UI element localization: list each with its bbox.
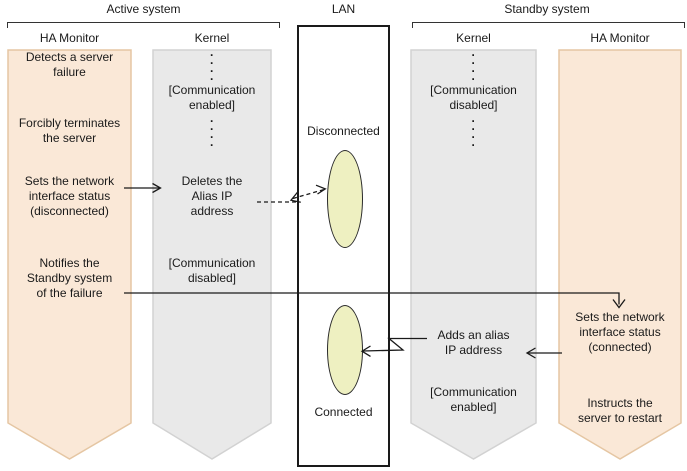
standby-ha-monitor-header: HA Monitor bbox=[590, 31, 650, 45]
active-kernel-column bbox=[152, 49, 272, 460]
step-comm-enabled-standby: [Communication enabled] bbox=[430, 385, 517, 414]
step-deletes-alias-ip: Deletes the Alias IP address bbox=[181, 174, 243, 218]
step-instructs-restart: Instructs the server to restart bbox=[577, 396, 663, 425]
step-sets-disconnected: Sets the network interface status (disco… bbox=[24, 174, 115, 218]
standby-kernel-column bbox=[410, 49, 537, 460]
standby-kernel-ellipsis-top: · · · · bbox=[471, 48, 476, 86]
step-forcibly-terminates: Forcibly terminates the server bbox=[18, 116, 121, 145]
standby-ha-monitor-column bbox=[558, 49, 682, 460]
step-comm-disabled-active: [Communication disabled] bbox=[168, 256, 256, 285]
active-kernel-header: Kernel bbox=[194, 31, 230, 45]
step-sets-connected: Sets the network interface status (conne… bbox=[575, 310, 665, 354]
step-comm-disabled-standby: [Communication disabled] bbox=[430, 83, 517, 112]
active-system-bracket bbox=[7, 22, 280, 28]
lan-label: LAN bbox=[331, 2, 356, 16]
step-detects-failure: Detects a server failure bbox=[25, 50, 114, 79]
active-system-label: Active system bbox=[106, 2, 181, 16]
active-kernel-ellipsis-mid: · · · · bbox=[210, 114, 214, 152]
standby-kernel-header: Kernel bbox=[456, 31, 491, 45]
standby-system-label: Standby system bbox=[504, 2, 590, 16]
active-ha-monitor-column bbox=[7, 49, 132, 460]
active-ha-monitor-header: HA Monitor bbox=[39, 31, 100, 45]
lan-connected-label: Connected bbox=[314, 405, 373, 419]
lan-disconnected-ellipse bbox=[327, 150, 363, 248]
lan-connected-ellipse bbox=[327, 305, 363, 395]
lan-disconnected-label: Disconnected bbox=[307, 124, 380, 138]
step-adds-alias-ip: Adds an alias IP address bbox=[437, 328, 510, 357]
active-kernel-ellipsis-top: · · · · bbox=[210, 48, 214, 86]
standby-kernel-ellipsis-mid: · · · · bbox=[471, 114, 476, 152]
standby-system-bracket bbox=[412, 22, 685, 28]
step-notifies-standby: Notifies the Standby system of the failu… bbox=[26, 256, 113, 300]
step-comm-enabled-active: [Communication enabled] bbox=[168, 83, 256, 112]
